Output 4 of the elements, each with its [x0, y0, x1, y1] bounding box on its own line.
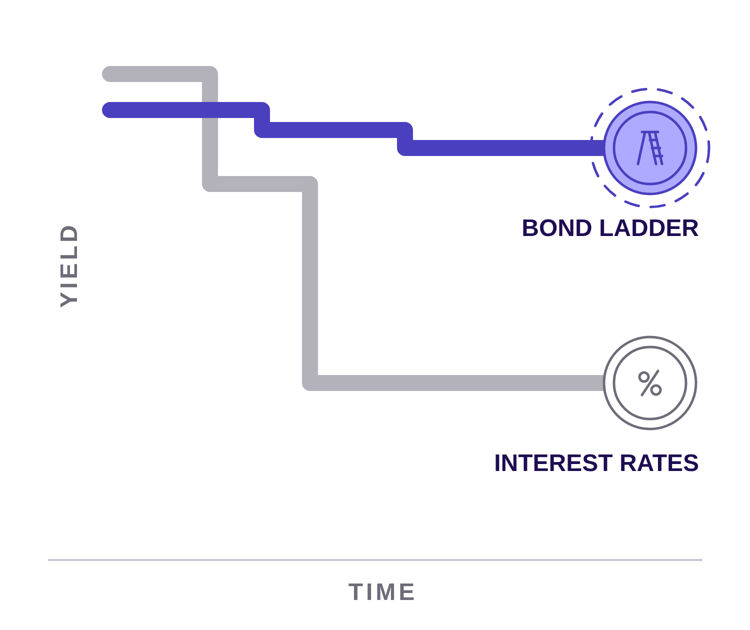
x-axis-label: TIME — [348, 579, 418, 607]
node-heading: BOND LADDER — [522, 215, 699, 243]
y-axis-label: YIELD — [56, 222, 84, 308]
node-heading: INTEREST RATES — [494, 450, 699, 478]
